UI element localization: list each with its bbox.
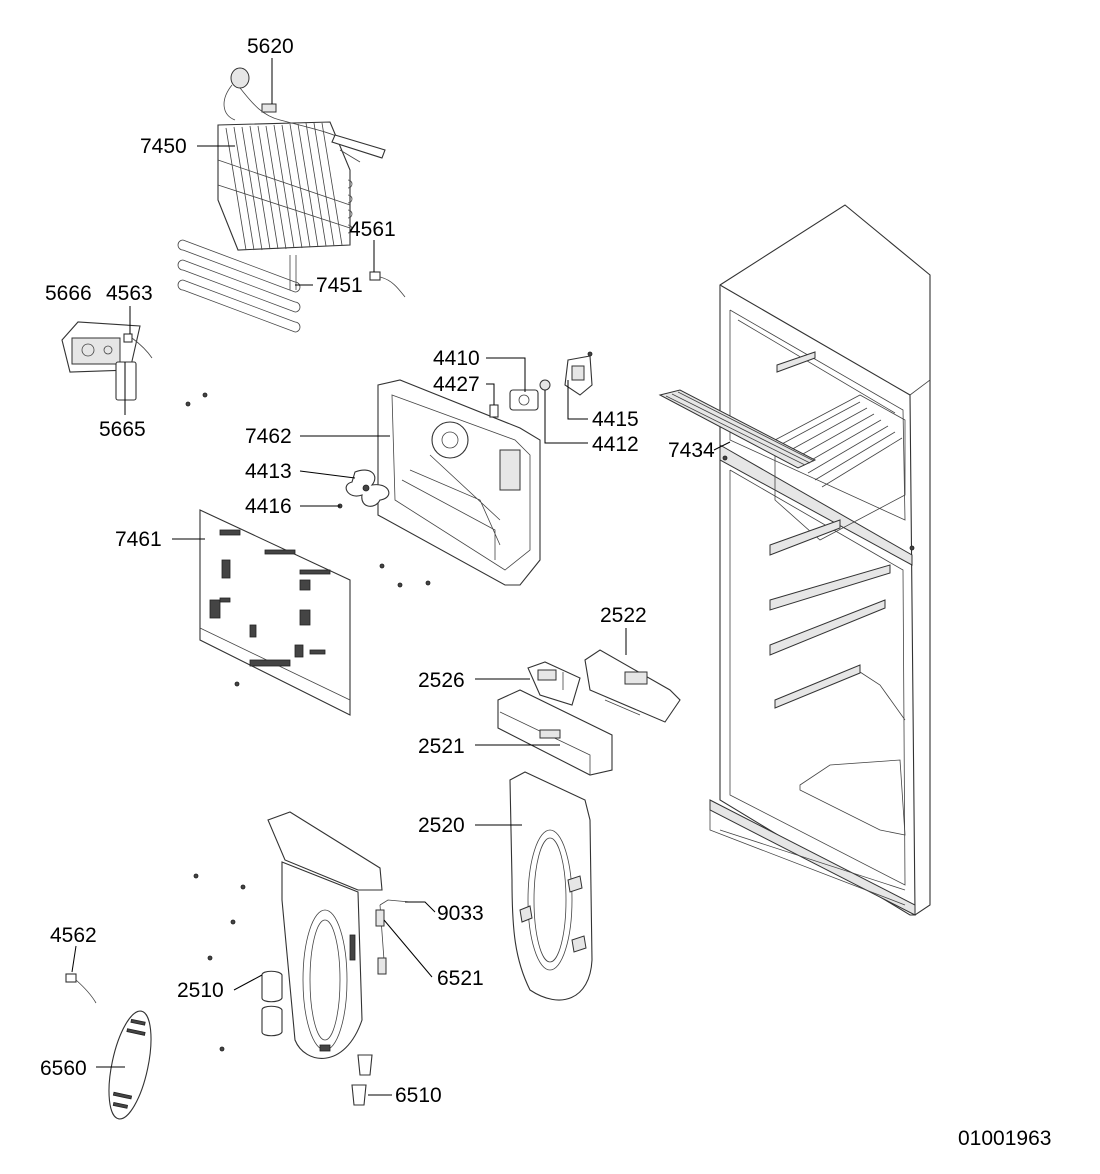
label-2521: 2521: [418, 735, 465, 758]
label-2510: 2510: [177, 979, 224, 1002]
wiring-9033-6521: [375, 899, 411, 975]
label-5666: 5666: [45, 282, 92, 305]
label-4410: 4410: [433, 347, 480, 370]
fan-motor-parts: [489, 351, 593, 418]
label-4427: 4427: [433, 373, 480, 396]
round-cover-6560: [108, 1010, 152, 1120]
label-4563: 4563: [106, 282, 153, 305]
freezer-cover-strip: [658, 389, 817, 469]
label-4412: 4412: [592, 433, 639, 456]
label-4562: 4562: [50, 924, 97, 947]
sensor-4562: [65, 973, 97, 1004]
label-2522: 2522: [600, 604, 647, 627]
defrost-heater: [177, 239, 301, 333]
damper-2521: [497, 689, 613, 776]
label-7462: 7462: [245, 425, 292, 448]
fan-blade: [345, 469, 390, 507]
damper-2522: [584, 649, 681, 723]
part-labels: 5620 7450 4561 7451 5666 4563 5665 4410 …: [40, 35, 1051, 1150]
label-6560: 6560: [40, 1057, 87, 1080]
label-9033: 9033: [437, 902, 484, 925]
lower-duct-2510: [261, 811, 383, 1059]
label-4415: 4415: [592, 408, 639, 431]
drawing-number: 01001963: [958, 1127, 1051, 1150]
label-4413: 4413: [245, 460, 292, 483]
label-6510: 6510: [395, 1084, 442, 1107]
label-2520: 2520: [418, 814, 465, 837]
screws-mid: [234, 563, 431, 687]
leader-lines: [71, 58, 731, 1096]
label-5665: 5665: [99, 418, 146, 441]
label-7451: 7451: [316, 274, 363, 297]
damper-2526: [527, 661, 581, 706]
label-4416: 4416: [245, 495, 292, 518]
label-2526: 2526: [418, 669, 465, 692]
fan-housing: [377, 379, 541, 586]
label-7434: 7434: [668, 439, 715, 462]
air-duct-2520: [509, 771, 593, 1001]
label-7461: 7461: [115, 528, 162, 551]
label-4561: 4561: [349, 218, 396, 241]
screws-top-left: [185, 392, 208, 407]
rear-panel: [199, 509, 351, 716]
refrigerator-cabinet: [709, 204, 931, 916]
evaporator-coil: [217, 67, 386, 251]
thermostat-knob: [115, 361, 137, 401]
sensor-4561: [369, 271, 406, 298]
label-6521: 6521: [437, 967, 484, 990]
sensor-4563: [123, 333, 153, 359]
label-5620: 5620: [247, 35, 294, 58]
label-7450: 7450: [140, 135, 187, 158]
screws-lower: [193, 873, 246, 1052]
thermostat-housing: [61, 321, 141, 373]
supports-6510: [351, 1054, 373, 1106]
